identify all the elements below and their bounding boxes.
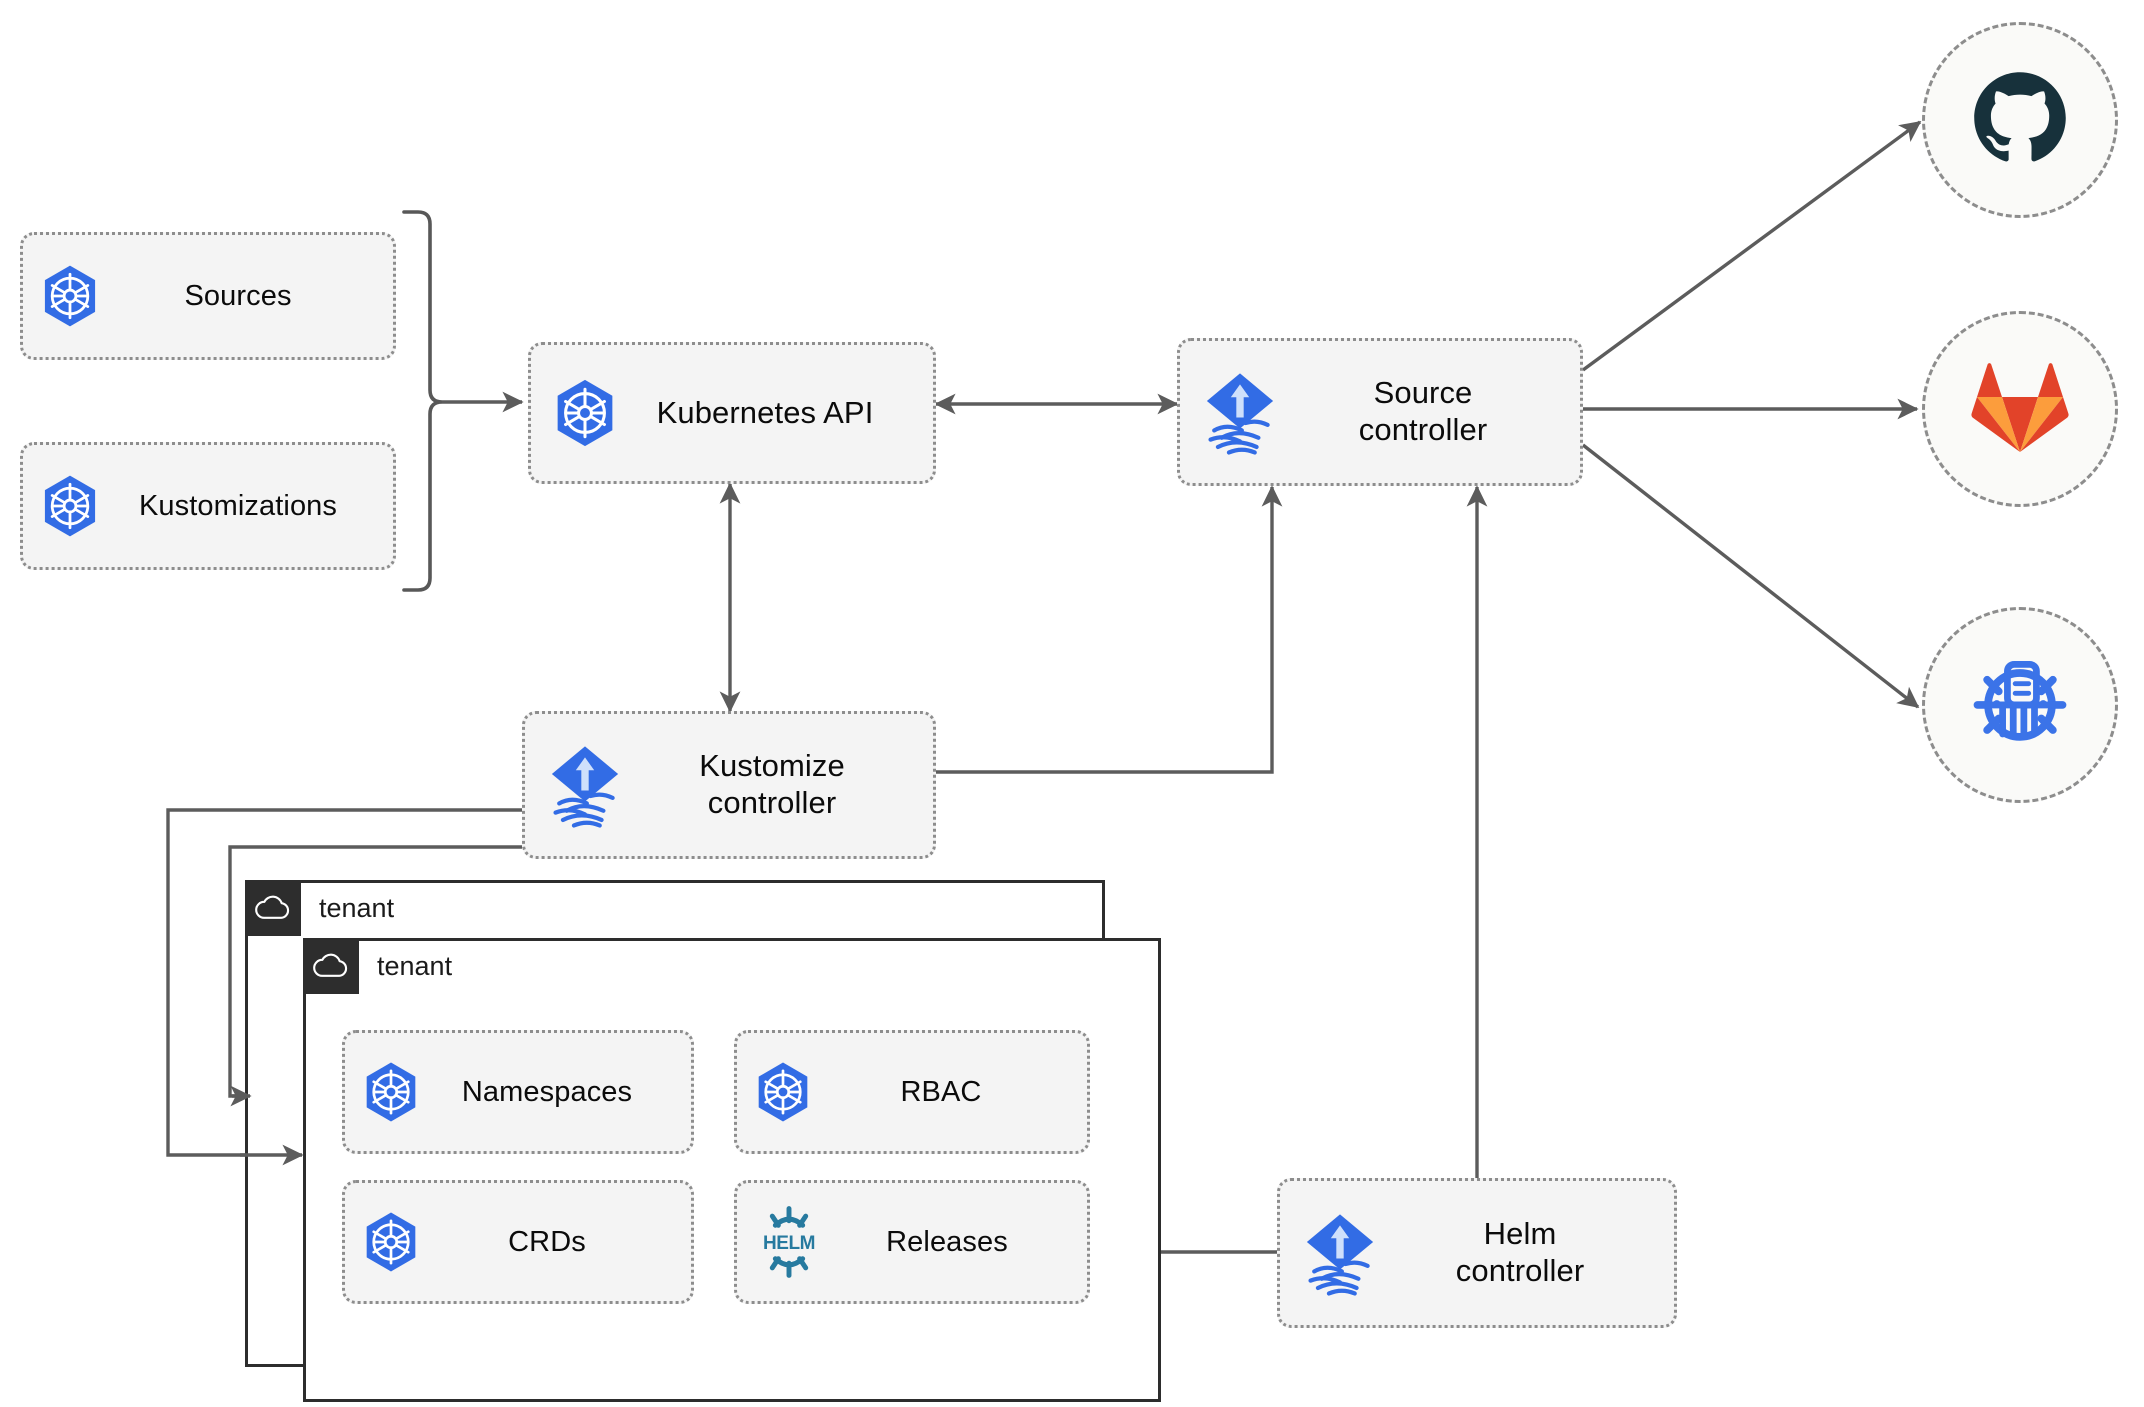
endpoint-github[interactable]: [1922, 22, 2118, 218]
node-label: CRDs: [508, 1225, 586, 1258]
node-label: Helm controller: [1455, 1216, 1585, 1288]
kubernetes-icon: [549, 377, 621, 449]
node-kubernetes-api[interactable]: Kubernetes API: [528, 342, 936, 484]
flux-icon: [1194, 366, 1286, 458]
node-rbac[interactable]: RBAC: [734, 1030, 1090, 1154]
kubernetes-icon: [359, 1060, 423, 1124]
node-releases[interactable]: HELM Releases: [734, 1180, 1090, 1304]
flux-icon: [539, 739, 631, 831]
node-label: RBAC: [900, 1075, 982, 1108]
node-kustomizations[interactable]: Kustomizations: [20, 442, 396, 570]
kubernetes-icon: [37, 263, 103, 329]
node-namespaces[interactable]: Namespaces: [342, 1030, 694, 1154]
cloud-icon: [303, 938, 359, 994]
node-label: Kustomize controller: [699, 748, 845, 820]
kubernetes-icon: [751, 1060, 815, 1124]
helm-registry-icon: [1962, 645, 2078, 766]
kubernetes-icon: [37, 473, 103, 539]
edge-source-controller-github: [1581, 120, 1922, 372]
node-kustomize-controller[interactable]: Kustomize controller: [522, 711, 936, 859]
github-icon: [1968, 66, 2072, 175]
endpoint-gitlab[interactable]: [1922, 311, 2118, 507]
tenant-name: tenant: [319, 892, 395, 923]
edge-kustomize-controller-source-controller: [935, 485, 1283, 774]
flux-icon: [1294, 1207, 1386, 1299]
node-label: Namespaces: [461, 1075, 633, 1108]
tenant-header: tenant: [245, 880, 394, 936]
gitlab-icon: [1970, 360, 2070, 459]
tenant-panel-front[interactable]: tenant: [303, 938, 1161, 1402]
node-label: Releases: [886, 1225, 1008, 1258]
helm-icon: HELM: [751, 1204, 827, 1280]
node-label: Kubernetes API: [656, 394, 874, 430]
node-label: Sources: [184, 279, 292, 312]
edge-source-controller-helm-registry: [1581, 443, 1920, 709]
endpoint-helm-registry[interactable]: [1922, 607, 2118, 803]
node-crds[interactable]: CRDs: [342, 1180, 694, 1304]
tenant-header: tenant: [303, 938, 452, 994]
svg-text:HELM: HELM: [763, 1233, 815, 1254]
node-source-controller[interactable]: Source controller: [1177, 338, 1583, 486]
cloud-icon: [245, 880, 301, 936]
node-helm-controller[interactable]: Helm controller: [1277, 1178, 1677, 1328]
tenant-name: tenant: [377, 950, 453, 981]
kubernetes-icon: [359, 1210, 423, 1274]
group-bracket: [402, 210, 443, 592]
node-sources[interactable]: Sources: [20, 232, 396, 360]
node-label: Kustomizations: [138, 489, 338, 522]
node-label: Source controller: [1358, 375, 1488, 447]
